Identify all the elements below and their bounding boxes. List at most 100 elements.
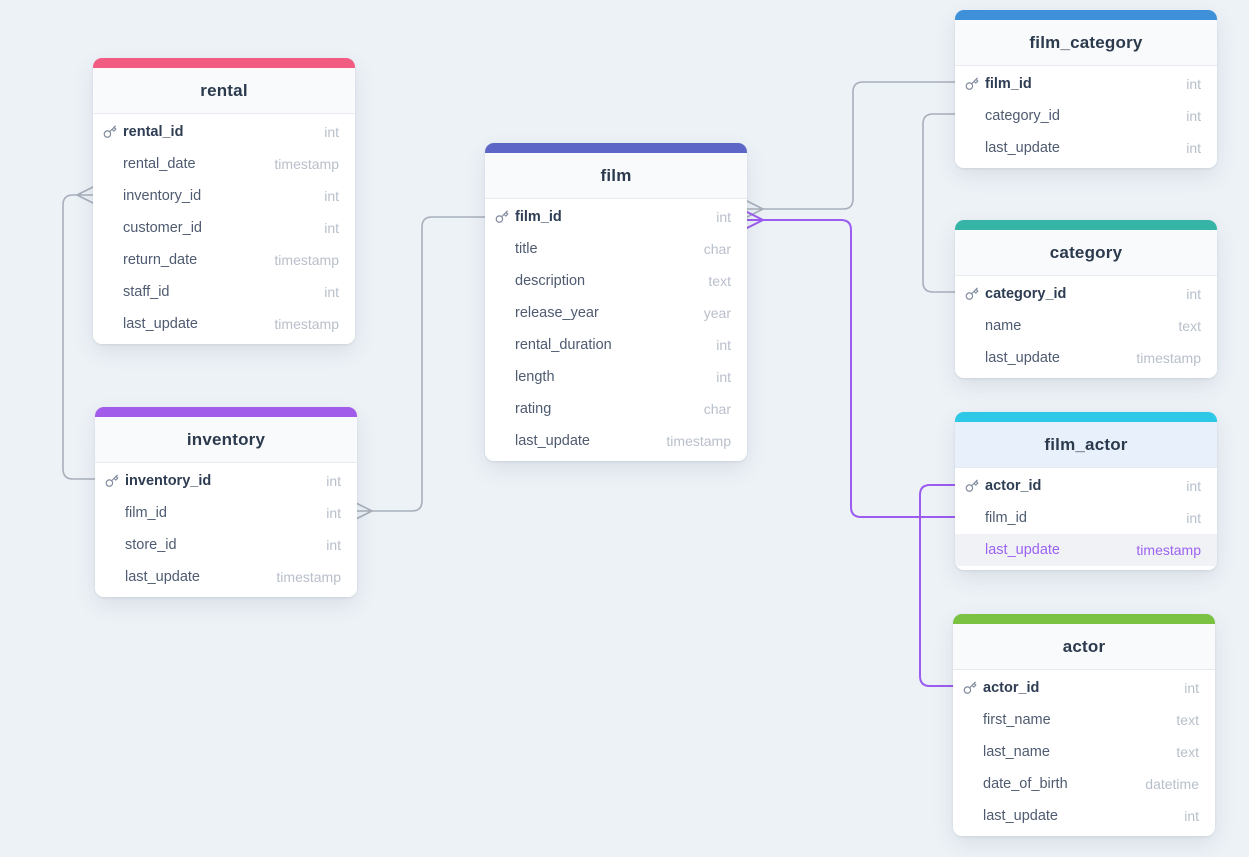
table-accent-bar	[955, 412, 1217, 422]
table-title: film_actor	[1044, 434, 1128, 454]
field-type: text	[1178, 318, 1201, 334]
primary-key-icon	[105, 474, 119, 488]
field-name: date_of_birth	[983, 776, 1068, 792]
field-name: release_year	[515, 305, 599, 321]
field-name: category_id	[985, 286, 1067, 302]
field-name: title	[515, 241, 538, 257]
field-name: rental_date	[123, 156, 196, 172]
field-name: film_id	[985, 76, 1032, 92]
field-type: timestamp	[274, 316, 339, 332]
field-row-last_update[interactable]: last_update timestamp	[93, 308, 355, 340]
field-type: int	[1186, 76, 1201, 92]
edge-film-film_actor[interactable]	[746, 211, 956, 518]
table-fields: rental_id int rental_date timestamp inventor…	[93, 114, 355, 344]
field-name: name	[985, 318, 1022, 334]
field-name: last_update	[123, 316, 198, 332]
field-row-rental_date[interactable]: rental_date timestamp	[93, 148, 355, 180]
edge-film_category-category[interactable]	[922, 113, 956, 293]
table-header[interactable]: film_category	[955, 20, 1217, 66]
crow-foot-icon	[76, 186, 94, 204]
field-name: description	[515, 273, 586, 289]
field-name: rental_id	[123, 124, 184, 140]
table-title: actor	[1062, 636, 1106, 656]
field-type: datetime	[1145, 776, 1199, 792]
table-header[interactable]: film	[485, 153, 747, 199]
field-name: film_id	[985, 510, 1027, 526]
field-type: timestamp	[274, 156, 339, 172]
field-name: last_update	[983, 808, 1058, 824]
table-title: inventory	[186, 429, 266, 449]
field-type: timestamp	[274, 252, 339, 268]
field-row-film_id[interactable]: film_id int	[955, 68, 1217, 100]
field-type: text	[1176, 744, 1199, 760]
table-header[interactable]: inventory	[95, 417, 357, 463]
field-type: int	[1186, 478, 1201, 494]
table-rental[interactable]: rental rental_id int rental_date timestamp i…	[93, 58, 355, 344]
crow-foot-icon	[746, 211, 764, 229]
table-title: film	[600, 165, 632, 185]
table-title: rental	[200, 80, 248, 100]
field-name: length	[515, 369, 555, 385]
field-type: int	[1184, 680, 1199, 696]
field-type: int	[324, 124, 339, 140]
field-type: timestamp	[276, 569, 341, 585]
edge-inventory-film[interactable]	[355, 216, 486, 520]
field-name: inventory_id	[125, 473, 212, 489]
field-row-date_of_birth[interactable]: date_of_birth datetime	[953, 768, 1215, 800]
field-row-name[interactable]: name text	[955, 310, 1217, 342]
field-name: last_update	[985, 542, 1060, 558]
field-name: last_update	[515, 433, 590, 449]
table-header[interactable]: rental	[93, 68, 355, 114]
field-type: int	[326, 537, 341, 553]
field-name: film_id	[515, 209, 562, 225]
field-type: int	[716, 337, 731, 353]
table-title: film_category	[1029, 32, 1143, 52]
table-accent-bar	[955, 220, 1217, 230]
table-header[interactable]: category	[955, 230, 1217, 276]
table-header[interactable]: film_actor	[955, 422, 1217, 468]
edge-film-film_category[interactable]	[746, 81, 956, 218]
field-name: film_id	[125, 505, 167, 521]
table-header[interactable]: actor	[953, 624, 1215, 670]
field-row-rental_id[interactable]: rental_id int	[93, 116, 355, 148]
table-accent-bar	[93, 58, 355, 68]
edge-rental-inventory[interactable]	[62, 186, 96, 480]
field-name: staff_id	[123, 284, 170, 300]
edge-film_actor-actor[interactable]	[919, 484, 956, 687]
